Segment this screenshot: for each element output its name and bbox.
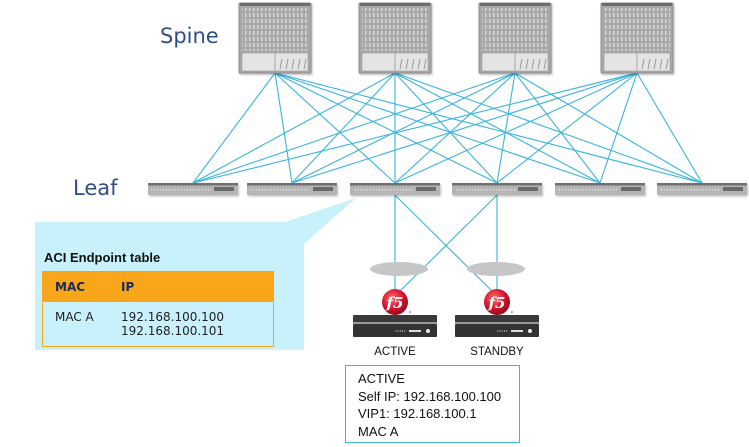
f5-logo-icon: f5 [382,289,411,315]
leaf-switch [555,183,645,195]
spine-leaf-link [394,72,638,184]
spine-leaf-link [514,72,703,184]
info-line: MAC A [358,423,399,439]
spine-switch [478,2,552,74]
spine-leaf-link [274,72,703,184]
f5-standby-label: STANDBY [470,346,524,358]
cell-mac: MAC A [55,310,94,324]
spine-leaf-link [514,72,601,184]
spine-switch [600,2,674,74]
leaf-label: Leaf [73,176,118,200]
f5-appliance [455,315,539,337]
header-ip: IP [121,280,135,294]
f5-standby-device: f5 [455,289,539,337]
spine-leaf-link [496,72,516,184]
spine-leaf-link [291,72,396,184]
spine-leaf-link [274,72,498,184]
spine-leaf-link [599,72,638,184]
spine-switch [238,2,312,74]
spine-label: Spine [160,24,219,48]
leaf-switches [148,183,747,195]
cell-ip: 192.168.100.100 [121,310,225,324]
spine-leaf-link [496,72,638,184]
header-mac: MAC [55,280,86,294]
info-line: Self IP: 192.168.100.100 [358,388,502,404]
f5-active-device: f5 [353,289,437,337]
leaf-switch [350,183,440,195]
info-line: ACTIVE [358,371,405,386]
f5-appliance [353,315,437,337]
active-info-box: ACTIVE Self IP: 192.168.100.100 VIP1: 19… [345,365,520,443]
vpc-ellipse-active [370,262,428,276]
spine-leaf-link [636,72,703,184]
vpc-ellipse-standby [467,262,525,276]
f5-active-label: ACTIVE [374,346,416,358]
spine-leaf-link [274,72,601,184]
spine-leaf-link [192,72,396,184]
spine-leaf-link [291,72,638,184]
fabric-links [192,72,703,297]
spine-leaf-link [192,72,516,184]
spine-leaf-link [394,72,703,184]
leaf-switch [247,183,337,195]
endpoint-table: MAC IP MAC A 192.168.100.100 192.168.100… [42,271,274,347]
spine-switches [238,2,674,74]
endpoint-table-header: MAC IP [43,272,273,302]
spine-leaf-link [394,72,516,184]
svg-text:f5: f5 [386,294,404,312]
f5-logo-icon: f5 [484,289,513,315]
leaf-f5-link [394,194,498,297]
spine-switch [358,2,432,74]
svg-text:f5: f5 [488,294,506,312]
leaf-switch [452,183,542,195]
spine-leaf-link [394,72,601,184]
cell-ip: 192.168.100.101 [121,324,225,338]
spine-leaf-link [274,72,293,184]
spine-leaf-link [192,72,638,184]
spine-leaf-link [274,72,396,184]
endpoint-table-title: ACI Endpoint table [44,250,161,265]
spine-leaf-link [192,72,276,184]
spine-leaf-link [291,72,516,184]
f5-devices: f5 f5 [353,289,539,337]
leaf-switch [657,183,747,195]
table-row: MAC A 192.168.100.100 192.168.100.101 [43,302,273,338]
spine-leaf-link [394,72,498,184]
leaf-switch [148,183,238,195]
info-line: VIP1: 192.168.100.1 [358,406,477,421]
